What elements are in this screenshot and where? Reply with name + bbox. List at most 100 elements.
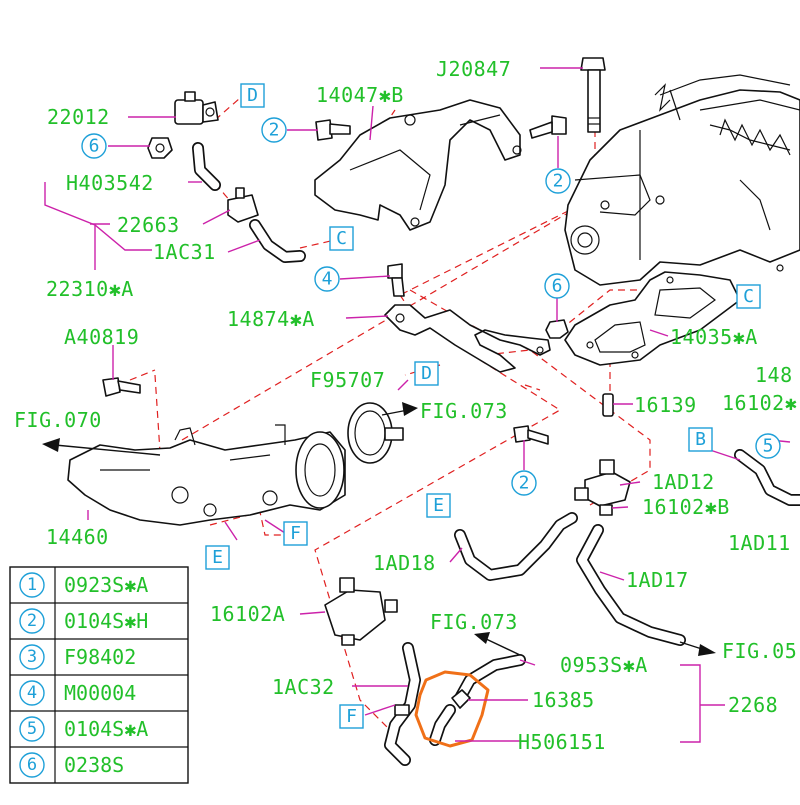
ref-box-c-left: C: [336, 228, 347, 249]
ref-box-e-left: E: [212, 547, 223, 568]
hose-1ac31-drawing: [249, 219, 306, 263]
label-1ad18: 1AD18: [373, 551, 436, 575]
label-16102a: 16102A: [210, 602, 285, 626]
check-valve-16385-drawing: [394, 689, 471, 716]
legend-part: 0104S✱A: [64, 717, 148, 741]
solenoid-16102b-drawing: [574, 459, 631, 516]
legend-part: 0104S✱H: [64, 609, 148, 633]
bracket-14047b-drawing: [314, 99, 522, 231]
ref-box-d-top: D: [247, 85, 258, 106]
bolt-drawing-a: [315, 119, 351, 141]
ref-box-d-mid: D: [421, 363, 432, 384]
highlight-mark: [414, 670, 490, 748]
hose-1ad17-drawing: [576, 524, 686, 646]
label-fig073-a: FIG.073: [420, 399, 508, 423]
legend-number: 5: [27, 719, 37, 739]
intake-manifold-drawing: [564, 74, 800, 286]
label-22310a: 22310✱A: [46, 277, 134, 301]
hose-1ac32-drawing: [384, 642, 421, 766]
callout-2-bolt-c: 2: [519, 473, 530, 494]
legend-row: 1 0923S✱A: [19, 572, 148, 598]
label-16102b: 16102✱B: [642, 495, 730, 519]
solenoid-16102a-drawing: [324, 577, 398, 646]
legend-number: 2: [27, 611, 37, 631]
label-f95707: F95707: [310, 368, 385, 392]
callout-6-nut: 6: [89, 136, 100, 157]
circle-callouts: 6 2 2 4 6 2 5: [81, 117, 781, 496]
legend-part: 0238S: [64, 753, 124, 777]
bolt-a40819-drawing: [102, 377, 141, 397]
legend-number: 6: [27, 755, 37, 775]
label-fig073-b: FIG.073: [430, 610, 518, 634]
part-drawings: [67, 57, 800, 766]
label-14047b: 14047✱B: [316, 83, 404, 107]
nut-drawing: [147, 137, 173, 159]
callout-5-bolt: 5: [763, 436, 774, 457]
legend-row: 4 M00004: [19, 680, 136, 706]
label-j20847: J20847: [436, 57, 511, 81]
part-labels: 22012 H403542 22663 1AC31 22310✱A 14047✱…: [14, 57, 797, 754]
label-0953sa: 0953S✱A: [560, 653, 648, 677]
label-148: 148: [755, 363, 793, 387]
label-a40819: A40819: [64, 325, 139, 349]
leader-lines: [44, 67, 791, 743]
stud-16139-drawing: [602, 393, 614, 417]
label-1ad17: 1AD17: [626, 568, 689, 592]
hose-h403542-drawing: [192, 142, 221, 191]
arrows: [42, 402, 716, 656]
ref-box-f-lower: F: [346, 706, 357, 727]
ref-box-b: B: [695, 429, 706, 450]
callout-2-bolt-right: 2: [553, 171, 564, 192]
reference-boxes: D C C D B E E F F: [205, 83, 761, 729]
legend-row: 3 F98402: [19, 644, 136, 670]
legend-number: 1: [27, 575, 37, 595]
label-1ac31: 1AC31: [153, 240, 216, 264]
label-16139: 16139: [634, 393, 697, 417]
hose-1ad18-drawing: [454, 512, 578, 581]
bolt-drawing-c: [513, 425, 549, 445]
nut-drawing-b: [545, 319, 569, 339]
label-1ad11: 1AD11: [728, 531, 791, 555]
callout-2-bolt-left: 2: [269, 120, 280, 141]
bolt-4-drawing: [387, 263, 405, 297]
label-1ac32: 1AC32: [272, 675, 335, 699]
legend-part: F98402: [64, 645, 136, 669]
bolt-drawing-b: [529, 115, 567, 139]
clamp-f95707-drawing: [347, 402, 404, 464]
label-fig070: FIG.070: [14, 408, 102, 432]
bracket-14874a-drawing: [384, 304, 551, 373]
label-h506151: H506151: [518, 730, 606, 754]
label-h403542: H403542: [66, 171, 154, 195]
label-fig05: FIG.05: [722, 639, 797, 663]
ref-box-f-upper: F: [290, 523, 301, 544]
legend-row: 5 0104S✱A: [19, 716, 148, 742]
label-16385: 16385: [532, 688, 595, 712]
legend-part: 0923S✱A: [64, 573, 148, 597]
ref-box-e-mid: E: [433, 495, 444, 516]
callout-4-bolt: 4: [322, 269, 333, 290]
label-16102: 16102✱: [722, 391, 797, 415]
label-2268: 2268: [728, 693, 778, 717]
throttle-body-drawing: [67, 424, 346, 526]
legend-row: 2 0104S✱H: [19, 608, 148, 634]
label-22663: 22663: [117, 213, 180, 237]
label-22012: 22012: [47, 105, 110, 129]
legend-row: 6 0238S: [19, 752, 124, 778]
label-14874a: 14874✱A: [227, 307, 315, 331]
gasket-14035a-drawing: [564, 271, 741, 366]
dashed-assembly-lines: [129, 97, 735, 736]
hose-h506151-drawing: [429, 704, 456, 746]
label-14035a: 14035✱A: [670, 325, 758, 349]
legend-table: 1 0923S✱A 2 0104S✱H 3 F98402 4 M00004 5 …: [9, 566, 189, 784]
legend-number: 3: [27, 647, 37, 667]
ref-box-c-right: C: [743, 286, 754, 307]
callout-6-nut-b: 6: [552, 276, 563, 297]
filter-22663-drawing: [227, 187, 259, 223]
hose-0953sa-drawing: [454, 654, 526, 704]
label-14460: 14460: [46, 525, 109, 549]
bolt-j20847-drawing: [580, 57, 606, 133]
label-1ad12: 1AD12: [652, 470, 715, 494]
sensor-22012-drawing: [174, 91, 219, 125]
